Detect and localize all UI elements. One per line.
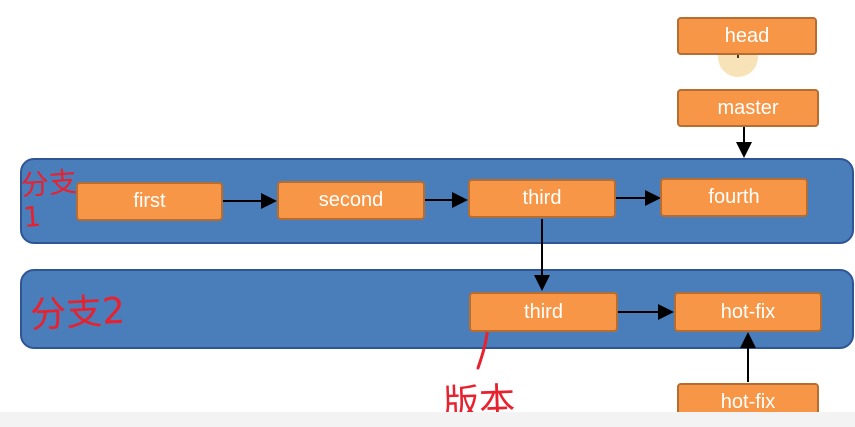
commit-second: second	[277, 181, 425, 220]
commit-third-branch1: third	[468, 179, 616, 218]
commit-fourth: fourth	[660, 178, 808, 217]
head-node: head	[677, 17, 817, 55]
commit-hotfix: hot-fix	[674, 292, 822, 332]
commit-third-branch2: third	[469, 292, 618, 332]
bottom-edge	[0, 412, 855, 427]
master-node: master	[677, 89, 819, 127]
commit-first: first	[76, 182, 223, 221]
branch2-label: 分支2	[29, 290, 127, 337]
branch1-label: 分支1	[19, 165, 78, 235]
